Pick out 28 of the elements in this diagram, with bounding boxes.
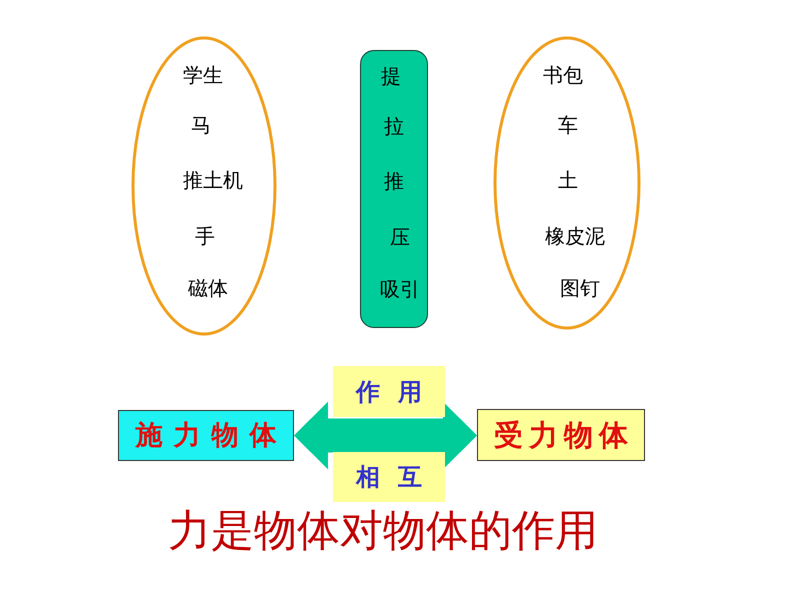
object-word: 图钉 <box>560 276 600 300</box>
object-word: 橡皮泥 <box>545 224 605 248</box>
double-arrow <box>294 402 477 470</box>
verb-word: 推 <box>384 169 404 193</box>
term-label: 受力物体 <box>493 417 634 453</box>
note-panel <box>333 366 445 417</box>
object-word: 推土机 <box>183 168 243 192</box>
verb-panel <box>360 50 428 328</box>
interaction-label: 相互 <box>354 463 440 491</box>
verb-word: 拉 <box>384 114 404 138</box>
object-word: 学生 <box>183 63 223 87</box>
caption-text: 力是物体对物体的作用 <box>168 506 598 556</box>
object-word: 磁体 <box>188 276 228 300</box>
object-word: 手 <box>195 224 215 248</box>
term-label: 施力物体 <box>134 418 288 452</box>
object-word: 马 <box>191 113 211 137</box>
verb-word: 吸引 <box>380 277 420 301</box>
force-receiver-panel <box>477 409 645 461</box>
object-word: 车 <box>558 113 578 137</box>
object-word: 书包 <box>543 63 583 87</box>
object-word: 土 <box>558 168 578 192</box>
verb-word: 压 <box>390 225 410 249</box>
verb-word: 提 <box>381 64 401 88</box>
interaction-label: 作用 <box>354 378 440 406</box>
oval-frame <box>493 36 641 330</box>
force-exerter-panel <box>118 410 294 461</box>
note-panel <box>333 452 445 502</box>
oval-frame <box>131 36 277 336</box>
